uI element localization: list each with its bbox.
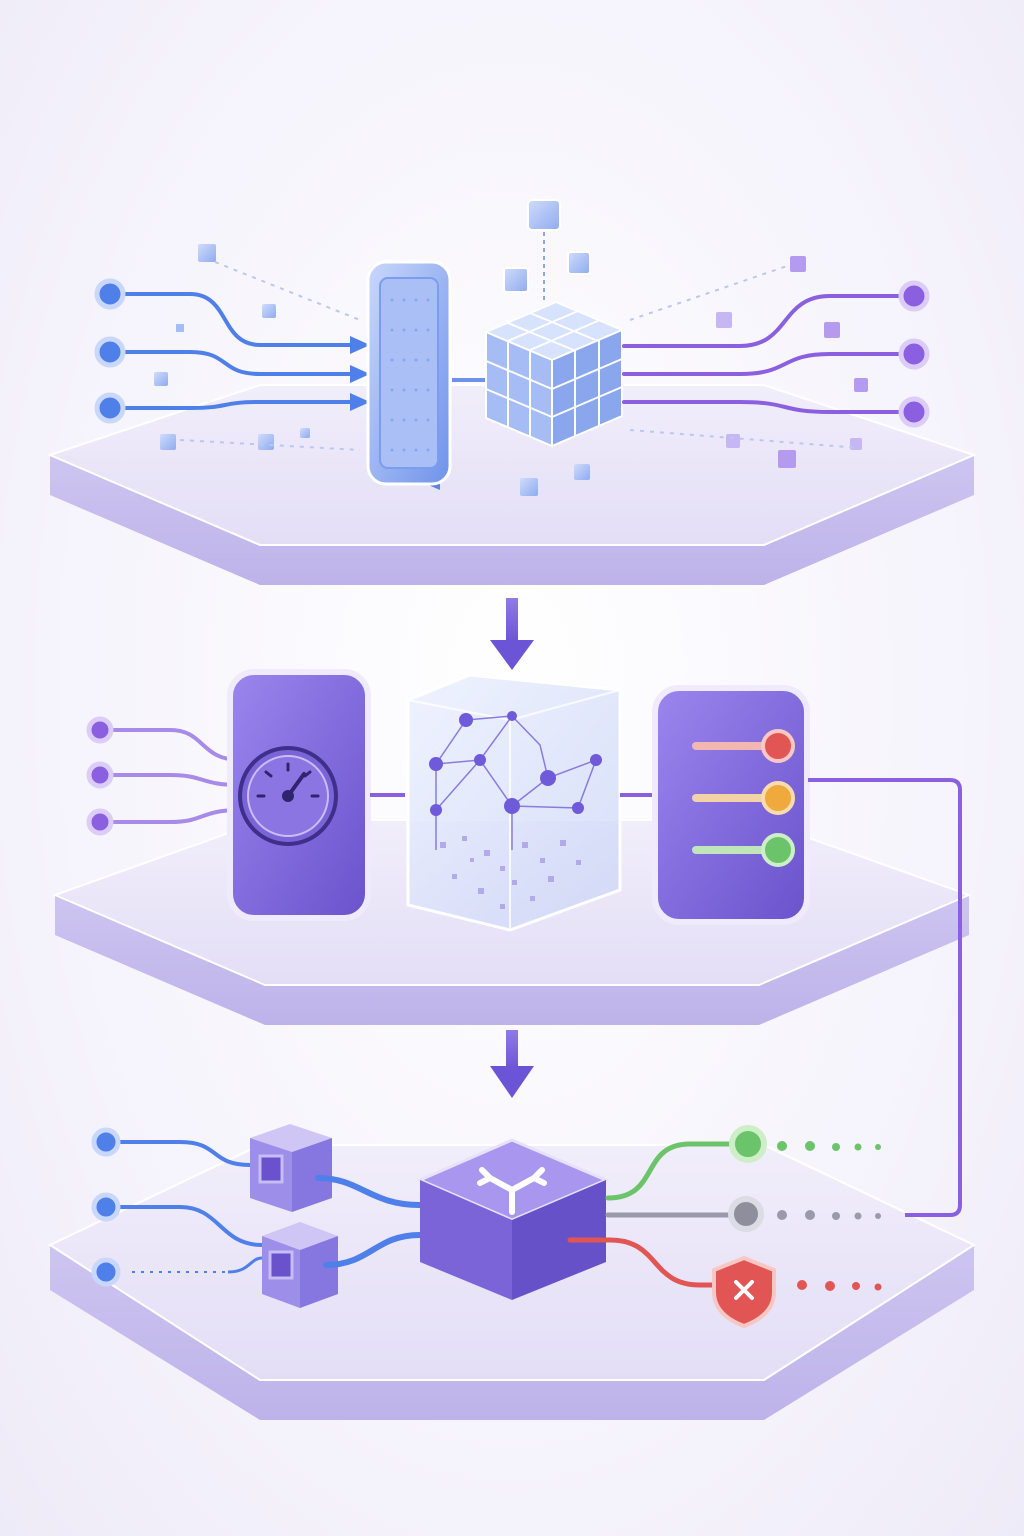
- panel-grid-icon: [366, 260, 452, 490]
- gauge-icon: [227, 669, 371, 921]
- network-cube-icon: [406, 673, 622, 932]
- dashed-guides: [179, 261, 861, 451]
- neutral-node-icon: [728, 1196, 881, 1232]
- small-cube-icon: [262, 1222, 338, 1308]
- error-output-line: [567, 1237, 723, 1288]
- input-ports-icon: [110, 292, 357, 410]
- input-port-dots-icon: [86, 716, 114, 836]
- error-shield-icon: [712, 1255, 882, 1329]
- success-node-icon: [729, 1125, 881, 1163]
- feedback-loop-line: [808, 778, 962, 1217]
- output-ports-icon: [622, 294, 902, 414]
- cube-stack-icon: [483, 300, 625, 448]
- output-port-dots-icon: [898, 280, 930, 428]
- connector-line: [227, 1256, 263, 1274]
- input-ports-icon: [102, 728, 242, 824]
- arrowheads-icon: [350, 336, 370, 411]
- down-arrow-1-icon: [490, 598, 534, 670]
- cube-to-router-lines: [315, 1175, 423, 1268]
- input-port-dots-icon: [94, 278, 126, 424]
- platform-layer-1: [47, 384, 977, 585]
- input-ports-icon: [110, 1140, 264, 1247]
- success-output-line: [605, 1141, 733, 1201]
- router-split-icon: [416, 1138, 610, 1300]
- down-arrow-2-icon: [490, 1030, 534, 1098]
- input-port-dots-icon: [91, 1127, 121, 1287]
- floating-data-cubes-icon: [154, 199, 868, 496]
- checklist-icon: [652, 685, 810, 925]
- small-cube-icon: [250, 1124, 332, 1212]
